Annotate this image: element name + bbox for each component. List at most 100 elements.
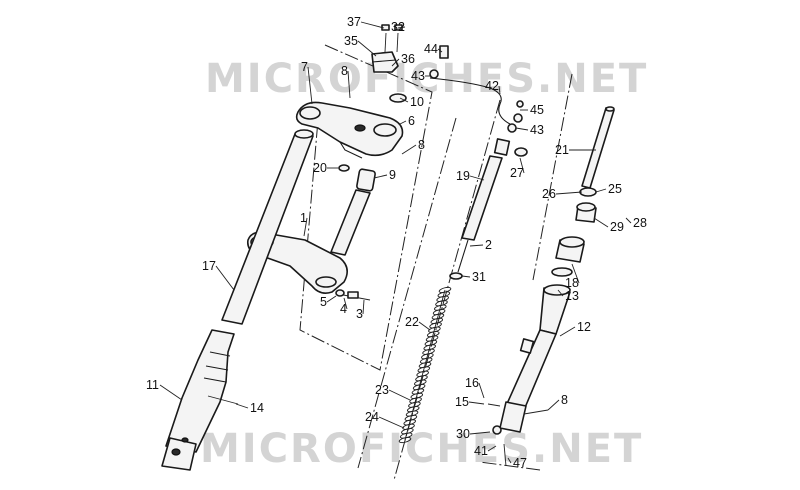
part-label-p13: 13 — [565, 289, 579, 303]
leader-line-p25 — [595, 188, 607, 193]
part-label-p29: 29 — [610, 220, 624, 234]
part-label-p25: 25 — [608, 182, 622, 196]
watermark-top: MICROFICHES.NET — [205, 56, 648, 102]
leader-line-p1 — [303, 217, 308, 237]
spring-coil — [398, 436, 412, 444]
leader-line-p8a — [347, 70, 351, 99]
leader-line-p26 — [555, 191, 583, 195]
part-label-p10: 10 — [410, 95, 424, 109]
part-label-p8c: 8 — [561, 393, 568, 407]
part-label-p3: 3 — [356, 307, 363, 321]
part-label-p26: 26 — [542, 187, 556, 201]
part-label-p20: 20 — [313, 161, 327, 175]
part-label-p6: 6 — [408, 114, 415, 128]
part-label-p22: 22 — [405, 315, 419, 329]
seal-stack — [551, 187, 597, 277]
leader-line-p8b — [401, 144, 417, 155]
leader-line-p18 — [571, 263, 580, 284]
part-label-p14: 14 — [250, 401, 264, 415]
leader-line-p15 — [468, 401, 485, 405]
leader-line-p32 — [397, 26, 406, 29]
leader-line-p41 — [487, 445, 497, 452]
leader-line-p36 — [391, 58, 400, 67]
part-label-p41: 41 — [474, 444, 488, 458]
leader-line-p30 — [469, 431, 491, 435]
leader-line-p37 — [360, 21, 385, 29]
part-label-p44: 44 — [424, 42, 438, 56]
part-label-p31: 31 — [472, 270, 486, 284]
part-label-p36: 36 — [401, 52, 415, 66]
left-fork-slider — [161, 329, 239, 471]
brake-line — [429, 45, 528, 157]
part-label-p42: 42 — [485, 79, 499, 93]
part-label-p37: 37 — [347, 15, 361, 29]
part-label-p43a: 43 — [411, 69, 425, 83]
leader-line-p27 — [519, 157, 525, 174]
leader-line-p47 — [507, 457, 512, 464]
leader-line-p43b — [515, 127, 529, 131]
part-label-p8b: 8 — [418, 138, 425, 152]
part-label-p27: 27 — [510, 166, 524, 180]
leader-line-p16 — [478, 382, 485, 399]
leader-line-p44 — [437, 48, 443, 53]
part-label-p30: 30 — [456, 427, 470, 441]
leader-line-p12 — [559, 326, 576, 337]
part-label-p2: 2 — [485, 238, 492, 252]
damper-rod — [449, 138, 511, 280]
part-label-p19: 19 — [456, 169, 470, 183]
watermark-bottom: MICROFICHES.NET — [200, 426, 643, 472]
leader-line-p42 — [498, 85, 501, 95]
leader-line-p7 — [307, 66, 313, 105]
part-label-p32: 32 — [391, 20, 405, 34]
part-label-p7: 7 — [301, 60, 308, 74]
part-label-p18: 18 — [565, 276, 579, 290]
leader-line-p23 — [388, 389, 411, 401]
part-label-p5: 5 — [320, 295, 327, 309]
leader-line-p9 — [373, 174, 388, 179]
part-label-p8a: 8 — [341, 64, 348, 78]
upper-triple-clamp — [295, 101, 404, 159]
part-label-p24: 24 — [365, 410, 379, 424]
right-stanchion — [581, 106, 615, 189]
part-label-p47: 47 — [513, 456, 527, 470]
leader-line-p11 — [159, 384, 183, 401]
part-label-p4: 4 — [340, 302, 347, 316]
leader-line-p4 — [343, 297, 348, 310]
leader-line-p8c — [547, 399, 560, 411]
leader-line-p6 — [399, 120, 407, 125]
leader-line-p10 — [399, 97, 409, 103]
leader-line-p28 — [625, 217, 632, 224]
part-label-p1: 1 — [300, 211, 307, 225]
part-label-p17: 17 — [202, 259, 216, 273]
left-fork-tube — [221, 129, 314, 325]
part-label-p28: 28 — [633, 216, 647, 230]
leader-line-p3 — [362, 299, 365, 315]
part-label-p12: 12 — [577, 320, 591, 334]
leader-line-p29 — [593, 217, 609, 228]
part-label-p45: 45 — [530, 103, 544, 117]
fork-spring — [398, 286, 452, 444]
leader-line-p19 — [469, 175, 485, 181]
leader-line-p17 — [215, 265, 235, 291]
leader-line-p31 — [461, 275, 471, 278]
part-label-p11: 11 — [146, 378, 159, 392]
part-label-p23: 23 — [375, 383, 389, 397]
leader-line-p5 — [326, 295, 337, 303]
right-fork-slider — [487, 284, 571, 467]
part-label-p16: 16 — [465, 376, 479, 390]
part-label-p9: 9 — [389, 168, 396, 182]
leader-line-p24 — [378, 416, 405, 429]
leader-line-p2 — [469, 244, 484, 247]
steering-stem — [330, 164, 376, 256]
part-label-p43b: 43 — [530, 123, 544, 137]
part-label-p15: 15 — [455, 395, 469, 409]
leader-line-p13 — [557, 289, 564, 297]
part-label-p35: 35 — [344, 34, 358, 48]
leader-line-p22 — [418, 321, 431, 331]
leader-line-p35 — [357, 40, 377, 57]
part-label-p21: 21 — [555, 143, 569, 157]
leader-line-p14 — [235, 403, 249, 409]
